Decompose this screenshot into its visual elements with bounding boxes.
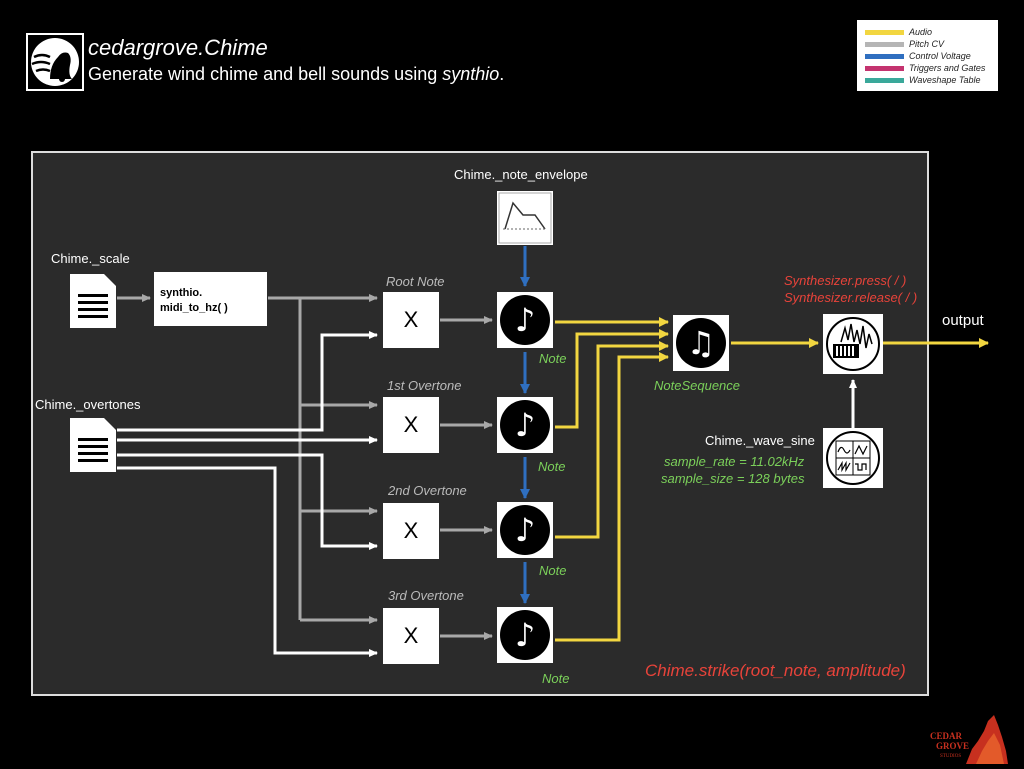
strike-method-label: Chime.strike(root_note, amplitude) — [645, 661, 906, 680]
svg-text:STUDIOS: STUDIOS — [940, 754, 961, 759]
legend-label: Audio — [909, 27, 933, 37]
envelope-label: Chime._note_envelope — [454, 167, 588, 182]
note-label: Note — [538, 459, 566, 474]
synth-press-label: Synthesizer.press( / ) — [784, 273, 907, 288]
note-icon: ♪ — [500, 400, 550, 450]
sample-rate-label: sample_rate = 11.02kHz — [664, 454, 805, 469]
svg-text:GROVE: GROVE — [936, 741, 969, 751]
output-label: output — [942, 312, 984, 329]
scale-document-icon — [70, 274, 116, 333]
note-label: Note — [539, 351, 567, 366]
legend-label: Waveshape Table — [909, 75, 981, 85]
synthesizer-icon — [823, 314, 883, 374]
music-notes-icon: ♫ — [676, 318, 726, 368]
synth-release-label: Synthesizer.release( / ) — [784, 290, 918, 305]
note-icon: ♪ — [500, 610, 550, 660]
overtones-label: Chime._overtones — [35, 397, 141, 412]
note-sequence-block: ♫ — [673, 315, 729, 371]
sample-size-label: sample_size = 128 bytes — [661, 471, 805, 486]
note-block-overtone-3: ♪ — [497, 607, 553, 663]
chime-logo-icon — [26, 33, 84, 91]
legend-label: Pitch CV — [909, 39, 945, 49]
note-label: Note — [542, 671, 570, 686]
multiplier-root: X — [383, 292, 439, 348]
note-sequence-label: NoteSequence — [654, 378, 741, 393]
note-label: Note — [539, 563, 567, 578]
overtone-1-label: 1st Overtone — [387, 378, 462, 393]
legend-label: Control Voltage — [909, 51, 971, 61]
note-block-overtone-2: ♪ — [497, 502, 553, 558]
page-title: cedargrove.Chime — [88, 35, 268, 60]
svg-text:CEDAR: CEDAR — [930, 731, 963, 741]
multiplier-overtone-2: X — [383, 503, 439, 559]
wave-sine-label: Chime._wave_sine — [705, 433, 815, 448]
midi-to-hz-line1: synthio. — [160, 287, 203, 299]
scale-label: Chime._scale — [51, 251, 130, 266]
legend-item: Audio — [865, 27, 995, 37]
note-block-overtone-1: ♪ — [497, 397, 553, 453]
note-block-root: ♪ — [497, 292, 553, 348]
legend-item: Pitch CV — [865, 39, 995, 49]
legend-swatch — [865, 54, 904, 59]
multiplier-overtone-3: X — [383, 608, 439, 664]
legend-swatch — [865, 78, 904, 83]
note-icon: ♪ — [500, 505, 550, 555]
overtone-3-label: 3rd Overtone — [388, 588, 464, 603]
overtones-document-icon — [70, 418, 116, 477]
waveshape-icon — [823, 428, 883, 488]
legend-item: Control Voltage — [865, 51, 995, 61]
multiplier-overtone-1: X — [383, 397, 439, 453]
overtone-2-label: 2nd Overtone — [388, 483, 467, 498]
legend-swatch — [865, 42, 904, 47]
page-subtitle: Generate wind chime and bell sounds usin… — [88, 64, 505, 84]
note-icon: ♪ — [500, 295, 550, 345]
envelope-icon — [497, 191, 553, 245]
legend-swatch — [865, 30, 904, 35]
midi-to-hz-block: synthio. midi_to_hz( ) — [154, 272, 267, 326]
cedar-grove-logo-icon: CEDAR GROVE STUDIOS — [928, 711, 1008, 764]
legend-item: Triggers and Gates — [865, 63, 995, 73]
midi-to-hz-line2: midi_to_hz( ) — [160, 302, 228, 314]
legend-swatch — [865, 66, 904, 71]
root-note-label: Root Note — [386, 274, 445, 289]
legend-item: Waveshape Table — [865, 75, 995, 85]
legend-label: Triggers and Gates — [909, 63, 986, 73]
